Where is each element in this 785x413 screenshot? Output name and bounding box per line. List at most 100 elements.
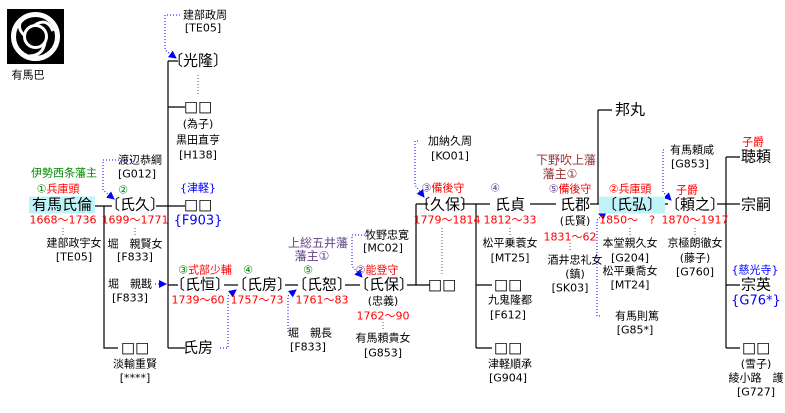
spouse-name: 松平乗蓑女 <box>482 236 538 250</box>
court-title: 兵庫頭 <box>618 182 652 196</box>
person-ujikuni: 氏郡 <box>559 195 591 214</box>
person-ujifusa: 〔氏房〕 <box>231 275 293 294</box>
person-code: [G85*] <box>616 323 654 337</box>
lifespan: 1779〜1814 <box>413 213 481 227</box>
spouse-code: [F833] <box>117 250 153 264</box>
person-code: [TE05] <box>184 21 222 35</box>
lifespan: 1762〜90 <box>356 309 410 323</box>
branch-code: {F903} <box>173 213 223 229</box>
person-name: 有馬頼咸 <box>670 143 714 157</box>
person-yoriyuki: 〔頼之〕 <box>664 195 726 214</box>
spouse-code: [SK03] <box>551 281 589 295</box>
person-munetsugu: 宗嗣 <box>740 195 772 214</box>
spouse-code: [H138] <box>179 148 217 162</box>
person-daughter1: □□ <box>183 97 213 116</box>
lifespan: 1831〜62 <box>543 230 597 244</box>
spouse-code: [F612] <box>490 308 526 322</box>
title-label: ①兵庫頭 <box>37 184 80 195</box>
spouse-code: [G760] <box>675 265 715 279</box>
succession-number: ③ <box>421 181 432 195</box>
succession-number: ④ <box>490 181 500 195</box>
person-kikuyori: 聴頼 <box>740 147 772 166</box>
spouse-name: 有馬頼貴女 <box>355 331 411 345</box>
branch-label: {津軽} <box>180 181 216 195</box>
succession-number: ② <box>355 263 366 277</box>
spouse-code: [G727] <box>736 385 776 399</box>
peerage-rank: 子爵 <box>742 135 764 149</box>
spouse-name: 松平乗喬女 <box>602 264 658 278</box>
spouse-name: 九鬼隆都 <box>488 293 532 307</box>
lifespan: 1812〜33 <box>483 213 537 227</box>
person-code: [G853] <box>670 157 710 171</box>
person-alt-name: (氏賢) <box>559 214 591 228</box>
court-title: 能登守 <box>365 263 399 277</box>
spouse-code: [MT24] <box>610 278 650 292</box>
person-child: □□ <box>427 275 457 294</box>
person-code: [F833] <box>290 340 326 354</box>
peerage-rank: 子爵 <box>676 183 698 197</box>
person-munehide: 宗英 <box>740 275 772 294</box>
person-mitsutaka: 〔光隆〕 <box>167 51 229 70</box>
title-label: ③式部少輔 <box>178 265 232 276</box>
person-kunimaru: 邦丸 <box>614 100 646 119</box>
spouse-code: [****] <box>119 371 151 385</box>
person-name: 建部政周 <box>183 8 227 22</box>
title-label: ②兵庫頭 <box>609 184 652 195</box>
lifespan: 1870〜1917 <box>661 213 729 227</box>
person-note: (為子) <box>182 117 214 131</box>
person-ujiyasu: 〔氏保〕 <box>353 275 415 294</box>
spouse-code: [TE05] <box>55 250 93 264</box>
court-title: 式部少輔 <box>187 263 232 277</box>
title-label: ②能登守 <box>356 265 399 276</box>
domain-label: 下野吹上藩 <box>535 153 597 167</box>
person-ujinori[interactable]: 有馬氏倫 <box>28 196 96 214</box>
person-name: 堀 親戡 <box>108 277 152 291</box>
person-code: [KO01] <box>431 149 469 163</box>
person-note: (雪子) <box>740 357 772 371</box>
person-name: 加納久周 <box>428 134 472 148</box>
person-code: [G012] <box>117 167 157 181</box>
succession-number: ④ <box>243 263 253 277</box>
court-title: 備後守 <box>431 181 465 195</box>
spouse-name: 建部政宇女 <box>46 236 102 250</box>
spouse-note: (鎮) <box>565 267 585 281</box>
domain-label: 藩主① <box>542 167 578 181</box>
person-code: [MC02] <box>363 241 403 255</box>
spouse-name: 本堂親久女 <box>602 236 658 250</box>
court-title: 兵庫頭 <box>46 182 80 196</box>
domain-label: 伊勢西条藩主 <box>31 166 97 180</box>
succession-number: ③ <box>178 263 188 277</box>
person-ujihiro[interactable]: 〔氏弘〕 <box>598 196 666 214</box>
succession-number: ② <box>118 183 128 197</box>
person-ujitsune: 〔氏恒〕 <box>169 275 231 294</box>
branch-code: {G76*} <box>731 293 781 309</box>
succession-number: ① <box>36 182 47 196</box>
spouse-name: 淡輸重賢 <box>113 357 157 371</box>
person-name: 堀 親長 <box>288 326 332 340</box>
domain-label: 藩主① <box>294 249 330 263</box>
spouse-name: 綾小路 護 <box>728 371 784 385</box>
person-daughter4: □□ <box>493 338 523 357</box>
spouse-name: 黒田直亨 <box>176 133 220 147</box>
branch-label: {慈光寺} <box>731 263 779 277</box>
spouse-name: 津軽順承 <box>488 357 532 371</box>
person-tsugaru: □□ <box>183 195 213 214</box>
title-label: ③備後守 <box>422 183 465 194</box>
lifespan: 1761〜83 <box>295 293 349 307</box>
lifespan: 1757〜73 <box>230 293 284 307</box>
person-alt-name: (忠義) <box>367 294 399 308</box>
person-ujihiro-old: 〔氏恕〕 <box>291 275 353 294</box>
person-hisayasu: 〔久保〕 <box>414 195 476 214</box>
lifespan: 1850〜 ? <box>599 213 655 227</box>
person-daughter3: □□ <box>493 275 523 294</box>
person-name: 牧野忠寛 <box>365 228 409 242</box>
person-ujihisa: 〔氏久〕 <box>104 195 166 214</box>
spouse-code: [G853] <box>363 346 403 360</box>
title-label: ⑤備後守 <box>549 184 592 195</box>
arima-tomoe-crest-icon <box>7 9 64 64</box>
spouse-code: [G904] <box>488 371 528 385</box>
person-code: [F833] <box>112 291 148 305</box>
spouse-name: 堀 親賢女 <box>107 237 163 251</box>
person-daughter2: □□ <box>120 338 150 357</box>
